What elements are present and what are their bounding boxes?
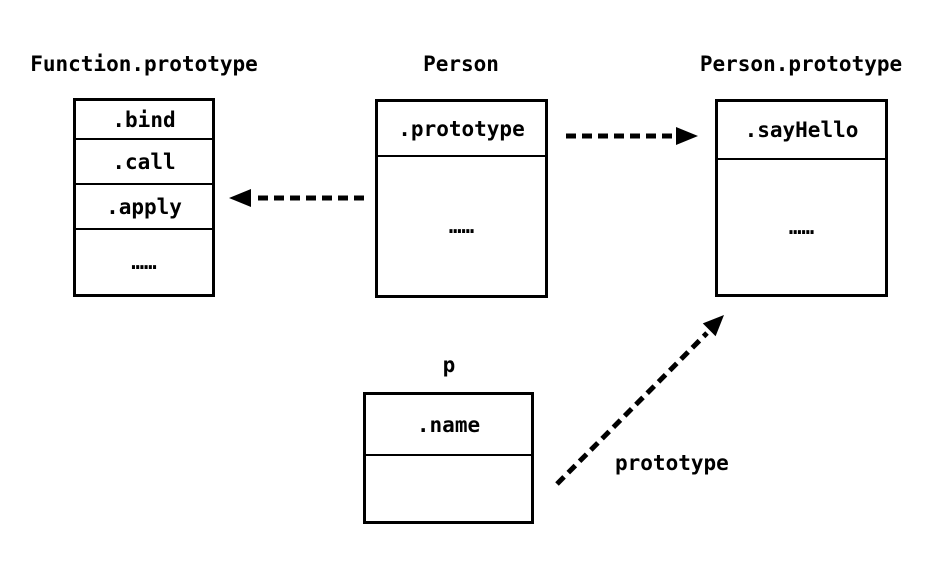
person-prototype-title: Person.prototype: [699, 52, 903, 76]
function-prototype-row-ellipsis: ……: [131, 250, 157, 274]
function-prototype-row-apply: .apply: [76, 185, 212, 230]
p-title: p: [442, 353, 456, 377]
arrow-person-to-person-prototype: [566, 127, 698, 145]
p-box: .name: [363, 392, 534, 524]
function-prototype-row-call: .call: [76, 140, 212, 185]
arrow-person-to-function-prototype: [229, 189, 364, 207]
person-row-ellipsis: ……: [448, 214, 475, 238]
person-prototype-box: .sayHello ……: [715, 99, 888, 297]
person-row-prototype: .prototype: [378, 102, 545, 157]
prototype-edge-label: prototype: [615, 451, 729, 475]
person-prototype-row-ellipsis: ……: [788, 215, 815, 239]
person-box: .prototype ……: [375, 99, 548, 298]
function-prototype-row-bind: .bind: [76, 101, 212, 140]
person-title: Person: [423, 52, 499, 76]
person-prototype-row-sayhello: .sayHello: [718, 102, 885, 160]
function-prototype-box: .bind .call .apply ……: [73, 98, 215, 297]
p-row-name: .name: [366, 395, 531, 456]
function-prototype-title: Function.prototype: [30, 52, 258, 76]
p-row-empty: [366, 456, 531, 521]
